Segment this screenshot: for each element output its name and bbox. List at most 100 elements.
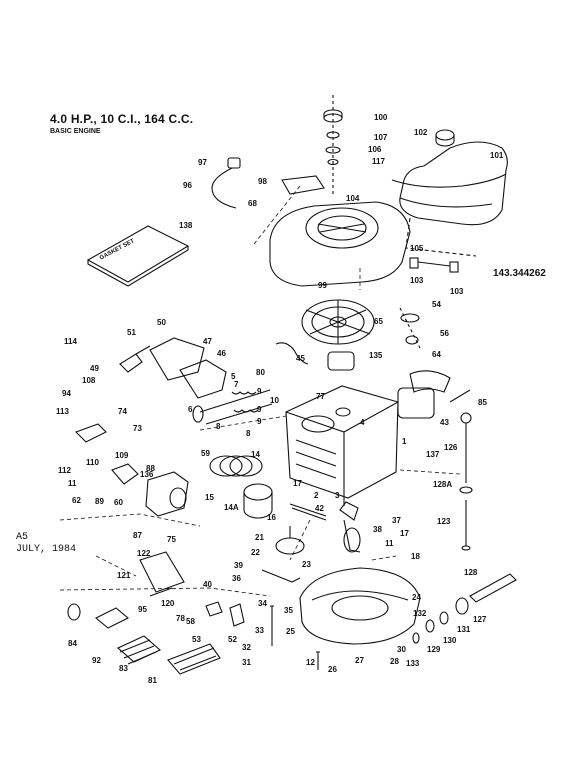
part-number-label: 31 [242,658,251,667]
spark-plug-icon [119,345,151,373]
engine-spec-subtitle: BASIC ENGINE [50,128,101,135]
part-number-label: 9 [257,405,262,414]
part-number-label: 16 [267,513,276,522]
part-number-label: 22 [251,548,260,557]
valve-train-icon [192,389,273,425]
valve-cover-icon [149,337,227,399]
governor-assembly-icon [397,370,471,419]
part-number-label: 108 [82,376,96,385]
part-number-label: 98 [258,177,267,186]
part-number-label: 99 [318,281,327,290]
rotating-screen-parts-icon [409,257,459,273]
part-number-label: 15 [205,493,214,502]
part-number-label: 12 [306,658,315,667]
part-number-label: 38 [373,525,382,534]
part-number-label: 35 [284,606,293,615]
gasket-set-box-icon [86,225,190,287]
part-number-label: 89 [95,497,104,506]
part-number-label: 52 [228,635,237,644]
part-number-label: 26 [328,665,337,674]
part-number-label: 1 [402,437,407,446]
part-number-label: 5 [231,372,236,381]
part-number-label: 25 [286,627,295,636]
part-number-label: 96 [183,181,192,190]
part-number-label: 83 [119,664,128,673]
part-number-label: 39 [234,561,243,570]
part-number-label: 73 [133,424,142,433]
muffler-icon [139,551,185,597]
part-number-label: 27 [355,656,364,665]
part-number-label: 34 [258,599,267,608]
part-number-label: 21 [255,533,264,542]
piston-rings-icon [209,455,263,477]
part-number-label: 130 [443,636,457,645]
part-number-label: 56 [440,329,449,338]
part-number-label: 123 [437,517,451,526]
carburetor-icon [145,471,189,517]
part-number-label: 81 [148,676,157,685]
fuel-tank-icon [391,129,508,257]
part-number-label: 78 [176,614,185,623]
part-number-label: 136 [140,470,154,479]
part-number-label: 37 [392,516,401,525]
part-number-label: 51 [127,328,136,337]
part-number-label: 49 [90,364,99,373]
part-number-label: 50 [157,318,166,327]
part-number-label: 112 [58,466,71,475]
cylinder-block-icon [285,385,399,506]
part-number-label: 8 [246,429,251,438]
part-number-label: 59 [201,449,210,458]
flywheel-icon [301,299,375,345]
part-number-label: 106 [368,145,382,154]
part-number-label: 94 [62,389,71,398]
part-number-label: 105 [410,244,424,253]
part-number-label: 30 [397,645,406,654]
crankshaft-icon [339,501,361,553]
part-number-label: 11 [385,539,394,548]
part-number-label: 2 [314,491,319,500]
part-number-label: 80 [256,368,265,377]
part-number-label: 109 [115,451,129,460]
gasket-68-icon [281,175,325,195]
part-number-label: 42 [315,504,324,513]
blower-housing-icon [269,201,411,287]
part-number-label: 32 [242,643,251,652]
part-number-label: 137 [426,450,440,459]
part-number-label: 17 [293,479,302,488]
part-number-label: 131 [457,625,471,634]
part-number-label: 102 [414,128,428,137]
part-number-label: 9 [257,387,262,396]
connecting-rod-icon [289,503,327,521]
part-number-label: 101 [490,151,504,160]
part-number-label: 128 [464,568,478,577]
part-number-label: 85 [478,398,487,407]
flywheel-nut-washer-icon [399,307,421,349]
part-number-label: 53 [192,635,201,644]
part-number-label: 92 [92,656,101,665]
part-number-label: 84 [68,639,77,648]
part-number-label: 103 [410,276,424,285]
diagram-code: A5 [16,532,29,543]
ignition-armature-icon [327,351,355,417]
diagram-date: JULY, 1984 [16,544,77,555]
small-hardware-icon [205,601,320,670]
part-number-label: 122 [137,549,151,558]
part-number-label: 62 [72,496,81,505]
part-number-label: 18 [411,552,420,561]
part-number-label: 10 [270,396,279,405]
part-number-label: 68 [248,199,257,208]
air-filter-assembly-icon [67,603,221,675]
engine-spec-title: 4.0 H.P., 10 C.I., 164 C.C. [50,112,194,126]
part-number-label: 100 [374,113,388,122]
part-number-label: 3 [335,491,340,500]
part-number-label: 7 [234,380,239,389]
part-number-label: 113 [56,407,69,416]
crankcase-base-icon [299,567,421,645]
dipstick-tube-icon [459,412,473,551]
part-number-label: 88 [146,464,155,473]
part-number-label: 8 [216,422,221,431]
part-number-label: 74 [118,407,127,416]
part-number-label: 114 [64,337,77,346]
part-number-label: 28 [390,657,399,666]
